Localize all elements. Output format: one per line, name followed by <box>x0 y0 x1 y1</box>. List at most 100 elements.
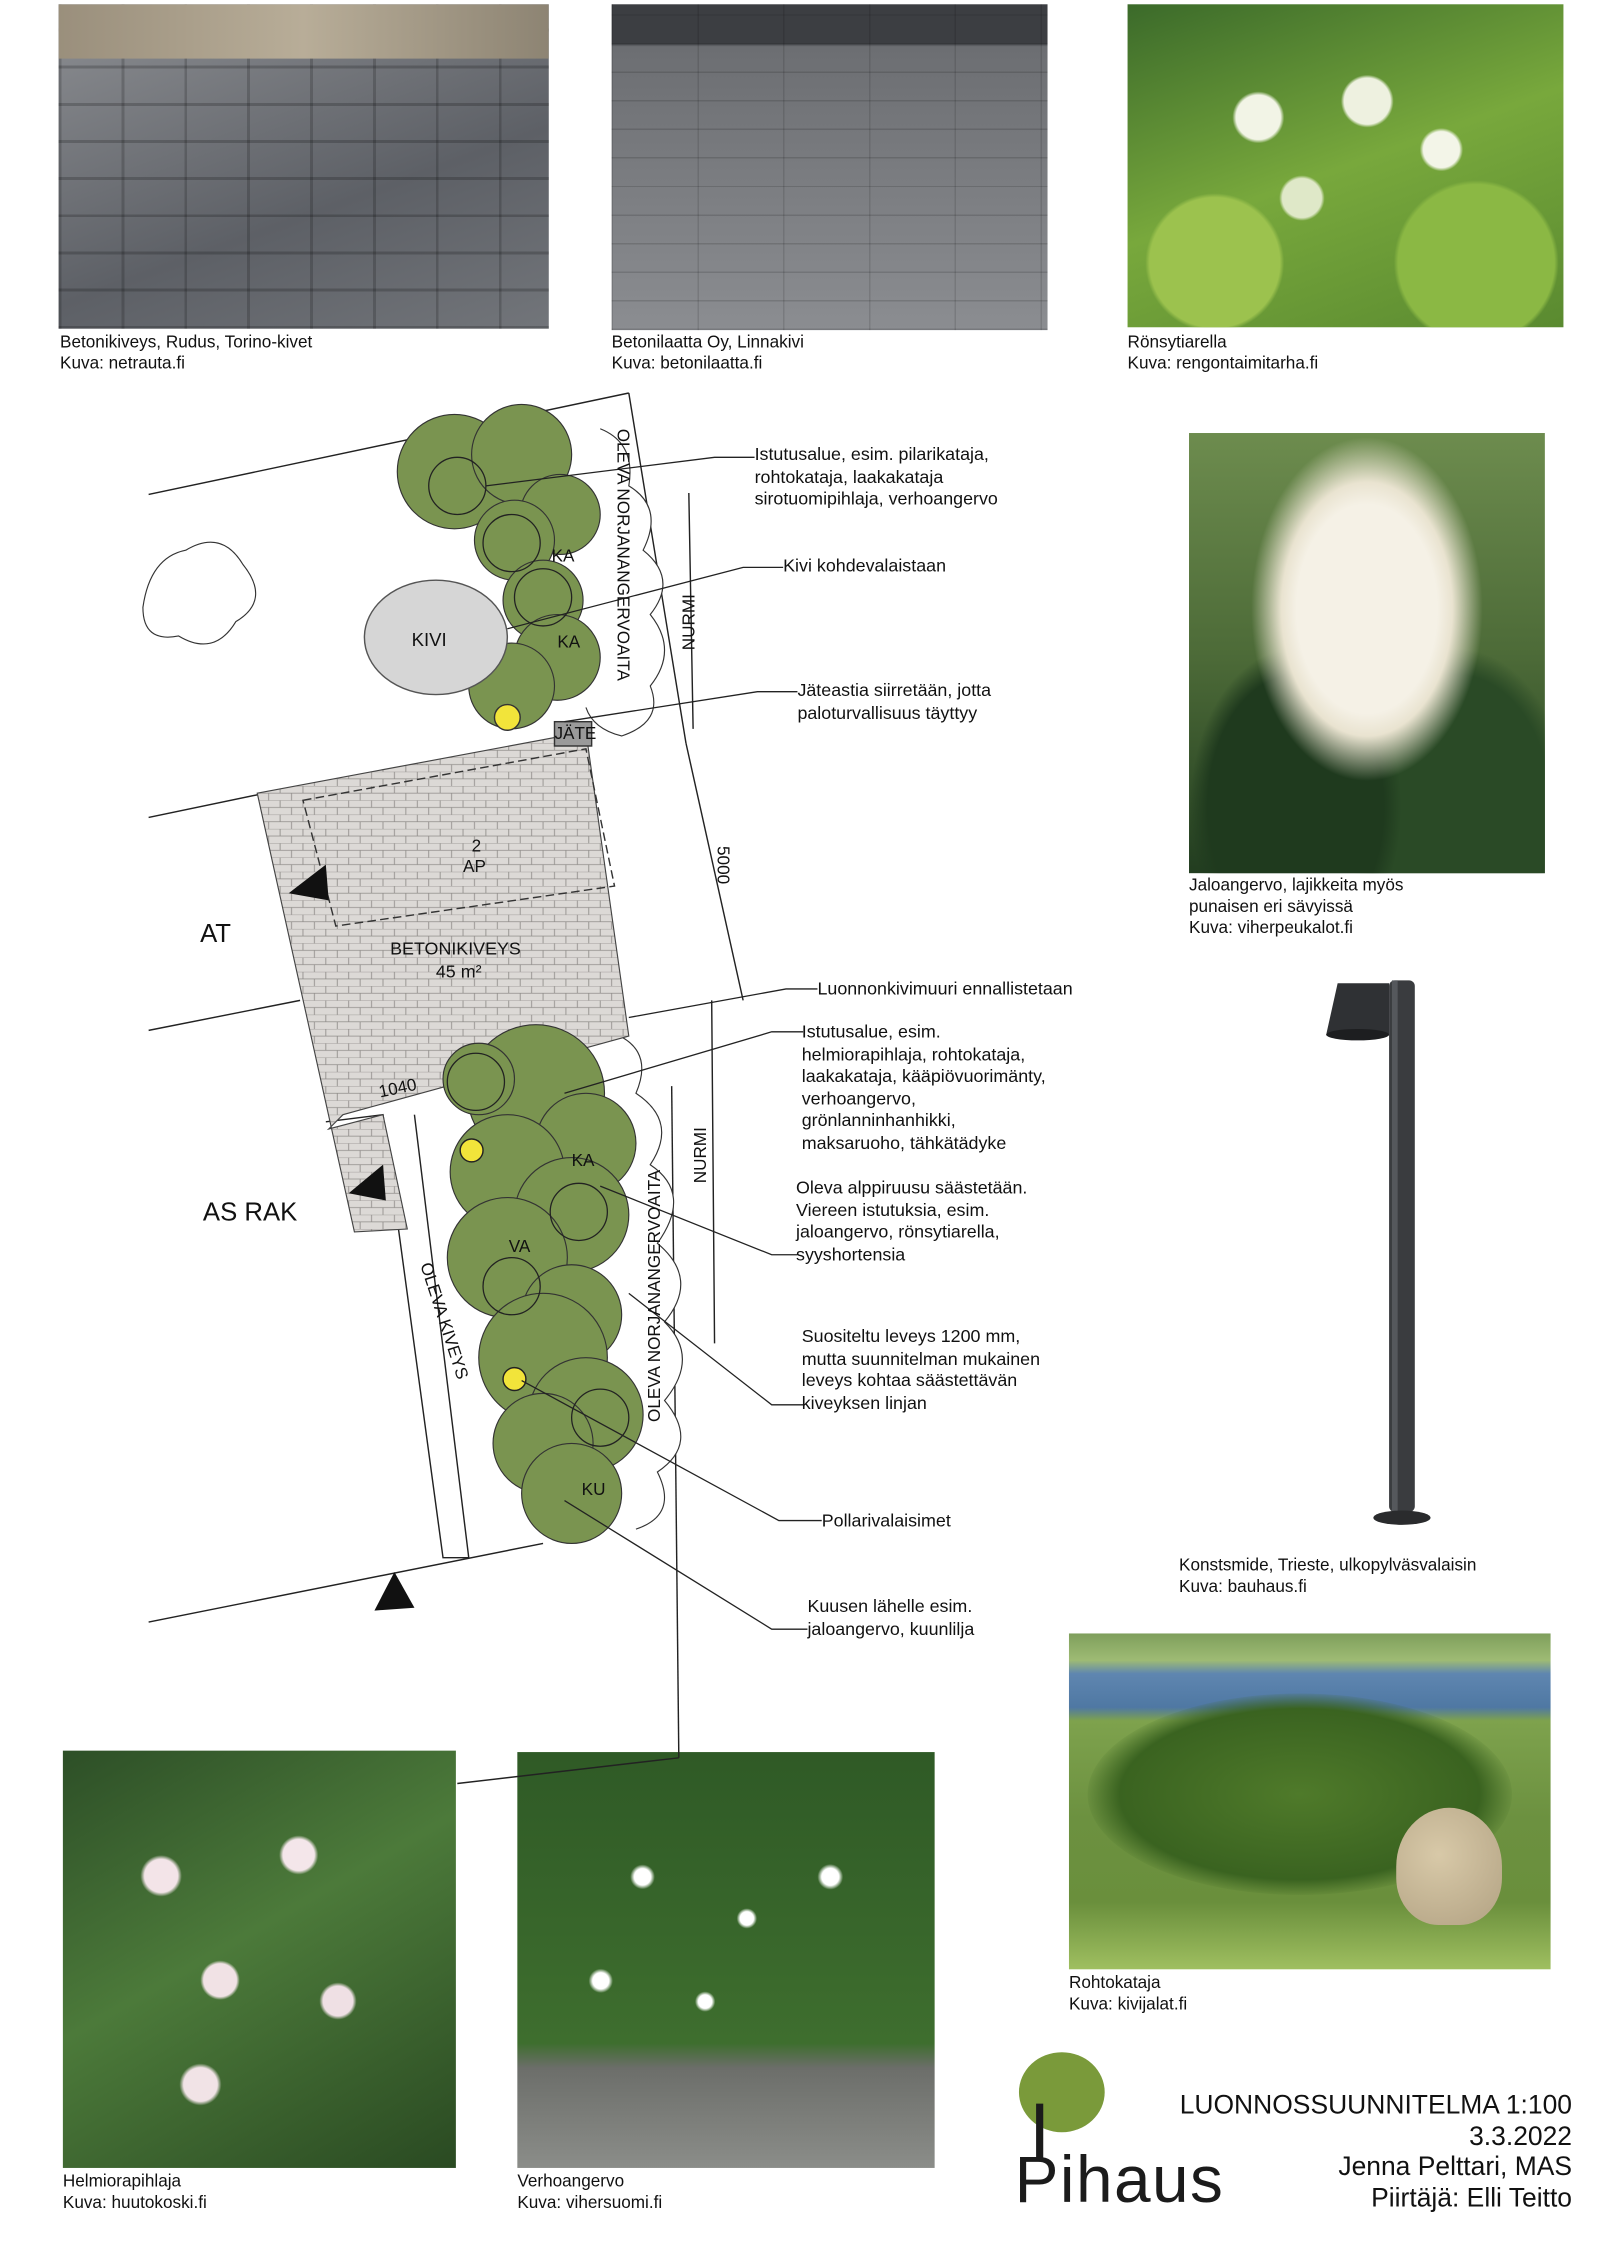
credit-text: Kuva: betonilaatta.fi <box>611 352 763 373</box>
credit-text: Kuva: kivijalat.fi <box>1068 1993 1188 2014</box>
paving-area <box>256 731 630 1233</box>
planting-bed-bottom <box>442 1024 644 1544</box>
note-line: grönlanninhanhikki, <box>801 1110 956 1131</box>
photo-rohtokataja <box>1068 1633 1551 1970</box>
credit-text: Kuva: netrauta.fi <box>60 352 185 373</box>
note-line: leveys kohtaa säästettävän <box>801 1370 1018 1391</box>
label-at: AT <box>200 920 231 948</box>
photo-ronsytiarella <box>1127 4 1564 328</box>
label-kivi: KIVI <box>412 629 447 650</box>
dim-5000: 5000 <box>713 846 733 884</box>
caption-text: Rönsytiarella <box>1127 331 1227 352</box>
label-ka: KA <box>572 1150 595 1170</box>
caption-text: Helmiorapihlaja <box>62 2170 182 2191</box>
photo-verhoangervo <box>517 1752 935 2168</box>
note-line: Suositeltu leveys 1200 mm, <box>801 1326 1021 1347</box>
logo-text: Pihaus <box>1014 2142 1225 2217</box>
caption-text: Betonikiveys, Rudus, Torino-kivet <box>60 331 313 352</box>
note-line: syyshortensia <box>796 1244 906 1265</box>
entrance-arrows <box>288 864 415 1611</box>
note-line: maksaruoho, tähkätädyke <box>801 1132 1007 1153</box>
caption-text: Jaloangervo, lajikkeita myös <box>1189 874 1404 895</box>
plan-author: Jenna Pelttari, MAS <box>1338 2150 1573 2181</box>
label-ku: KU <box>582 1479 606 1499</box>
credit-text: Kuva: bauhaus.fi <box>1179 1576 1307 1597</box>
photo-torino-paving <box>58 4 549 329</box>
caption-text: Rohtokataja <box>1068 1972 1161 1993</box>
note-line: Istutusalue, esim. <box>801 1021 941 1042</box>
spotlight <box>493 703 521 731</box>
boulder <box>363 579 509 696</box>
label-va: VA <box>509 1236 531 1256</box>
note-line: jaloangervo, kuunlilja <box>807 1618 975 1639</box>
property-lines <box>148 392 744 1785</box>
label-as-rak: AS RAK <box>203 1198 297 1226</box>
note-line: paloturvallisuus täyttyy <box>797 702 978 723</box>
note-line: verhoangervo, <box>801 1088 916 1109</box>
leader-lines <box>485 456 822 1630</box>
note-line: Istutusalue, esim. pilarikataja, <box>754 444 989 465</box>
credit-text: Kuva: viherpeukalot.fi <box>1189 917 1353 938</box>
caption-text: Verhoangervo <box>517 2170 625 2191</box>
note-line: Pollarivalaisimet <box>821 1510 951 1531</box>
label-ap: AP <box>463 856 486 876</box>
note-rhododendron: Oleva alppiruusu säästetään.Viereen istu… <box>796 1178 1027 1267</box>
note-line: helmiorapihlaja, rohtokataja, <box>801 1043 1026 1064</box>
note-planting-bottom: Istutusalue, esim.helmiorapihlaja, rohto… <box>802 1022 1046 1155</box>
label-area: 45 m² <box>436 962 482 982</box>
note-line: Luonnonkivimuuri ennallistetaan <box>817 978 1073 999</box>
note-spruce: Kuusen lähelle esim.jaloangervo, kuunlil… <box>807 1596 974 1640</box>
label-nurmi-bottom: NURMI <box>690 1127 710 1183</box>
label-jate: JÄTE <box>554 723 596 743</box>
note-line: jaloangervo, rönsytiarella, <box>796 1221 1000 1242</box>
bollard-lamp-image <box>1326 980 1431 1525</box>
note-path-width: Suositeltu leveys 1200 mm,mutta suunnite… <box>802 1326 1040 1415</box>
label-ka: KA <box>557 631 580 651</box>
note-line: Kivi kohdevalaistaan <box>783 555 947 576</box>
label-hedge-bottom: OLEVA NORJANANGERVOAITA <box>644 1169 664 1422</box>
photo-jaloangervo <box>1189 433 1545 874</box>
note-line: Viereen istutuksia, esim. <box>796 1199 990 1220</box>
note-bollards: Pollarivalaisimet <box>822 1511 951 1533</box>
note-line: rohtokataja, laakakataja <box>754 466 944 487</box>
label-betonikiveys: BETONIKIVEYS <box>390 939 521 959</box>
caption-text: punaisen eri sävyissä <box>1189 896 1353 917</box>
pihaus-tree-logo <box>1018 2052 1105 2158</box>
note-line: Oleva alppiruusu säästetään. <box>796 1177 1028 1198</box>
waste-bin <box>553 720 593 747</box>
note-line: kiveyksen linjan <box>801 1392 927 1413</box>
photo-helmiorapihlaja <box>62 1750 456 2168</box>
title-block: LUONNOSSUUNNITELMA 1:100 3.3.2022 Jenna … <box>1180 2089 1572 2212</box>
note-line: laakakataja, kääpiövuorimänty, <box>801 1066 1046 1087</box>
note-line: Kuusen lähelle esim. <box>807 1596 973 1617</box>
bollard-lights <box>459 1138 527 1392</box>
credit-text: Kuva: huutokoski.fi <box>62 2192 207 2213</box>
label-nurmi-top: NURMI <box>679 594 699 650</box>
note-stone-wall: Luonnonkivimuuri ennallistetaan <box>817 979 1072 1001</box>
note-stone-lighting: Kivi kohdevalaistaan <box>783 556 946 578</box>
label-hedge-top: OLEVA NORJANANGERVOAITA <box>613 429 633 682</box>
credit-text: Kuva: vihersuomi.fi <box>517 2192 663 2213</box>
caption-text: Konstsmide, Trieste, ulkopylväsvalaisin <box>1179 1554 1477 1575</box>
note-line: mutta suunnitelman mukainen <box>801 1348 1041 1369</box>
label-ka: KA <box>552 546 575 566</box>
credit-text: Kuva: rengontaimitarha.fi <box>1127 352 1319 373</box>
label-ap-count: 2 <box>472 836 482 856</box>
plan-title: LUONNOSSUUNNITELMA 1:100 <box>1179 2089 1573 2120</box>
note-planting-top: Istutusalue, esim. pilarikataja,rohtokat… <box>755 444 998 510</box>
caption-text: Betonilaatta Oy, Linnakivi <box>611 331 804 352</box>
photo-linnakivi-paving <box>611 4 1048 331</box>
note-line: sirotuomipihlaja, verhoangervo <box>754 488 998 509</box>
plan-date: 3.3.2022 <box>1469 2120 1573 2151</box>
